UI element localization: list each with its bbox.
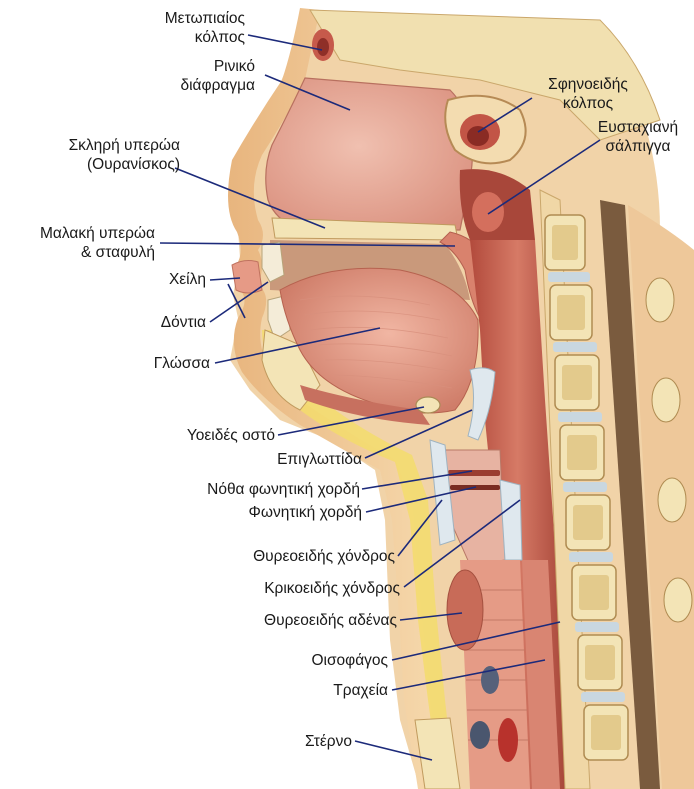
label-teeth: Δόντια — [110, 313, 206, 332]
label-trachea: Τραχεία — [290, 681, 388, 700]
label-sternum: Στέρνο — [260, 732, 352, 751]
blood-vessel-blue-2 — [470, 721, 490, 749]
label-tongue: Γλώσσα — [110, 354, 210, 373]
label-frontal-sinus: Μετωπιαίος κόλπος — [130, 9, 245, 47]
label-thyroid-gland: Θυρεοειδής αδένας — [210, 611, 397, 630]
blood-vessel-red — [498, 718, 518, 762]
label-thyroid-cartilage: Θυρεοειδής χόνδρος — [210, 547, 395, 566]
label-true-vocal-cord: Φωνητική χορδή — [200, 503, 362, 522]
thyroid-gland — [447, 570, 483, 650]
label-sphenoid-sinus: Σφηνοειδής κόλπος — [528, 75, 648, 113]
label-cricoid-cartilage: Κρικοειδής χόνδρος — [210, 579, 400, 598]
label-false-vocal-cord: Νόθα φωνητική χορδή — [175, 480, 360, 499]
lips — [232, 261, 262, 293]
label-eustachian-tube: Ευσταχιανή σάλπιγγα — [584, 118, 692, 156]
label-hyoid-bone: Υοειδές οστό — [140, 426, 275, 445]
nasal-septum — [266, 78, 473, 230]
label-hard-palate: Σκληρή υπερώα (Ουρανίσκος) — [30, 136, 180, 174]
eustachian-opening — [472, 192, 504, 232]
label-epiglottis: Επιγλωττίδα — [240, 450, 362, 469]
label-lips: Χείλη — [120, 270, 206, 289]
label-esophagus: Οισοφάγος — [260, 651, 388, 670]
label-nasal-septum: Ρινικό διάφραγμα — [130, 57, 255, 95]
label-soft-palate: Μαλακή υπερώα & σταφυλή — [10, 224, 155, 262]
hyoid-bone — [416, 397, 440, 413]
